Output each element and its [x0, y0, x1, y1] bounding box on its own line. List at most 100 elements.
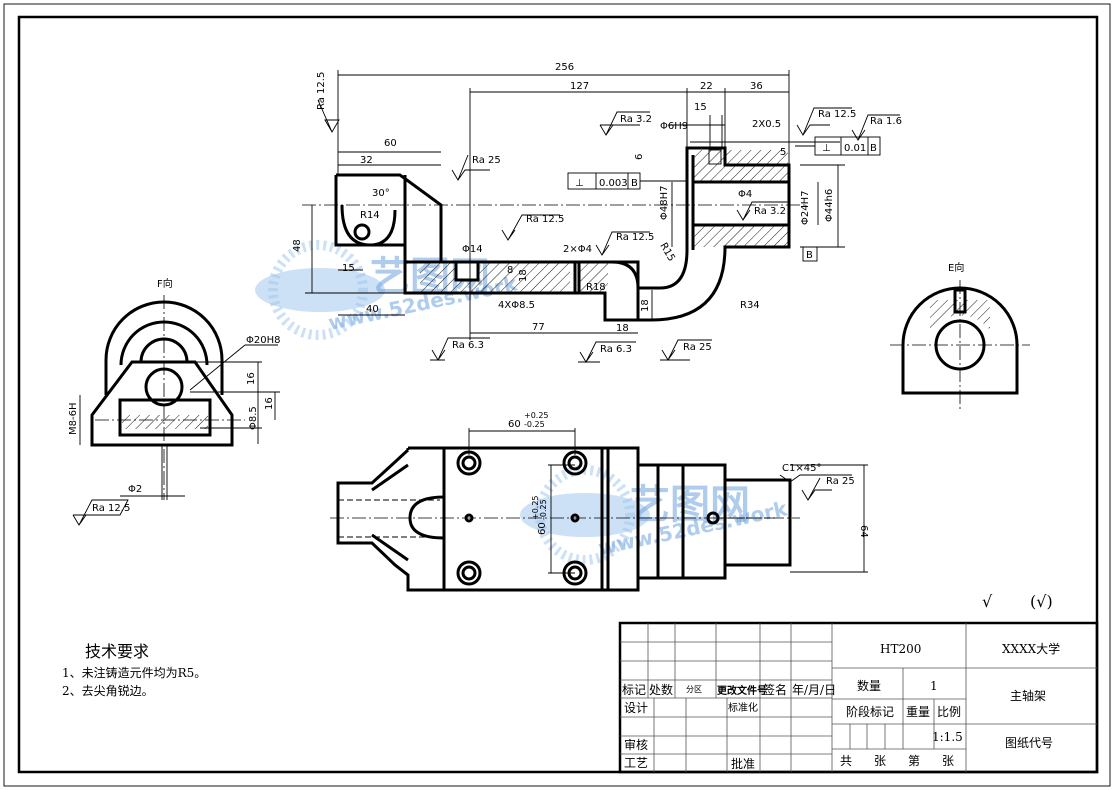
svg-text:年/月/日: 年/月/日: [792, 683, 836, 697]
svg-text:Φ6H9: Φ6H9: [660, 121, 688, 132]
svg-text:B: B: [870, 143, 877, 154]
svg-text:M8-6H: M8-6H: [68, 403, 79, 435]
part-name: 主轴架: [1010, 688, 1046, 703]
svg-text:R34: R34: [740, 300, 760, 311]
svg-text:批准: 批准: [731, 756, 755, 771]
svg-text:Ra 12.5: Ra 12.5: [818, 109, 856, 120]
svg-text:Ra 25: Ra 25: [683, 342, 712, 353]
svg-text:6: 6: [634, 154, 645, 160]
svg-text:设计: 设计: [624, 701, 648, 715]
f-view: F向 Φ20H8 16 16 M8-6H Φ8.5 Φ2 Ra 12.5: [68, 277, 280, 526]
svg-text:4XΦ8.5: 4XΦ8.5: [498, 300, 535, 311]
svg-text:256: 256: [555, 62, 574, 73]
svg-text:C1×45°: C1×45°: [782, 463, 821, 474]
other-roughness-paren: (√): [1030, 592, 1053, 611]
svg-text:Φ14: Φ14: [462, 244, 483, 255]
svg-text:+0.25: +0.25: [531, 495, 540, 520]
svg-text:Φ48H7: Φ48H7: [659, 186, 670, 220]
svg-text:分区: 分区: [686, 685, 702, 694]
svg-text:-0.25: -0.25: [539, 499, 548, 520]
scale-value: 1:1.5: [932, 730, 963, 744]
title-block: 标记 处数 分区 更改文件号 签名 年/月/日 设计 标准化 审核 工艺 批准 …: [618, 621, 1099, 774]
svg-text:Ra 12.5: Ra 12.5: [616, 232, 654, 243]
svg-text:R15: R15: [657, 241, 676, 264]
svg-text:第: 第: [908, 754, 920, 768]
notes-title: 技术要求: [85, 642, 149, 661]
svg-text:36: 36: [750, 81, 763, 92]
svg-text:B: B: [806, 250, 813, 261]
svg-text:64: 64: [858, 525, 869, 538]
svg-text:签名: 签名: [763, 682, 787, 697]
svg-text:更改文件号: 更改文件号: [717, 684, 767, 697]
svg-text:⊥: ⊥: [575, 178, 584, 189]
svg-text:R18: R18: [586, 282, 606, 293]
svg-text:审核: 审核: [624, 737, 648, 752]
svg-text:Φ44h6: Φ44h6: [824, 189, 835, 222]
svg-text:Φ20H8: Φ20H8: [246, 335, 280, 346]
hole-r14: [353, 223, 371, 241]
svg-text:Φ8.5: Φ8.5: [248, 406, 259, 430]
inner-frame: [17, 15, 1099, 774]
svg-text:Ra 3.2: Ra 3.2: [620, 114, 652, 125]
svg-text:127: 127: [570, 81, 589, 92]
svg-text:48: 48: [292, 239, 303, 252]
svg-text:15: 15: [694, 102, 707, 113]
svg-text:15: 15: [342, 263, 355, 274]
tolerance-frame-0003: ⊥ 0.003 B: [567, 172, 687, 190]
svg-text:⊥: ⊥: [822, 143, 831, 154]
svg-text:共: 共: [840, 754, 852, 768]
material: HT200: [880, 642, 921, 656]
svg-text:2X0.5: 2X0.5: [752, 119, 781, 130]
svg-text:0.003: 0.003: [599, 178, 628, 189]
svg-text:R14: R14: [360, 210, 380, 221]
svg-text:重量: 重量: [906, 705, 930, 719]
svg-text:E向: E向: [948, 261, 964, 274]
svg-text:18: 18: [616, 323, 629, 334]
e-view: E向: [890, 261, 1030, 410]
svg-text:16: 16: [264, 397, 275, 410]
svg-text:Φ4: Φ4: [738, 189, 752, 200]
svg-text:比例: 比例: [937, 705, 961, 719]
note-item: 2、去尖角锐边。: [62, 684, 154, 698]
svg-text:Ra 12.5: Ra 12.5: [316, 72, 327, 110]
svg-text:Ra 25: Ra 25: [472, 155, 501, 166]
svg-text:Ra 1.6: Ra 1.6: [870, 116, 902, 127]
svg-text:处数: 处数: [649, 682, 673, 697]
svg-text:张: 张: [874, 754, 886, 768]
svg-text:张: 张: [942, 754, 954, 768]
svg-text:77: 77: [532, 322, 545, 333]
school-name: XXXX大学: [1002, 641, 1060, 656]
svg-text:标准化: 标准化: [728, 701, 758, 714]
svg-text:18: 18: [640, 299, 651, 312]
svg-text:标记: 标记: [622, 683, 646, 697]
svg-text:Ra 6.3: Ra 6.3: [452, 340, 484, 351]
datum-b: [802, 246, 818, 262]
svg-text:Φ2: Φ2: [128, 484, 142, 495]
svg-text:16: 16: [246, 372, 257, 385]
other-roughness-symbol: √: [982, 592, 993, 611]
svg-text:1: 1: [930, 679, 938, 693]
svg-text:Ra 6.3: Ra 6.3: [600, 344, 632, 355]
svg-text:32: 32: [360, 155, 373, 166]
svg-text:F向: F向: [157, 277, 173, 290]
bottom-view: 60 +0.25 -0.25 60 +0.25 -0.25 64 C1×45° …: [330, 411, 869, 592]
svg-text:60: 60: [384, 138, 397, 149]
svg-text:-0.25: -0.25: [524, 420, 545, 429]
svg-text:艺图网: 艺图网: [630, 482, 750, 528]
svg-text:2×Φ4: 2×Φ4: [563, 244, 592, 255]
svg-text:Φ24H7: Φ24H7: [800, 191, 811, 225]
svg-text:0.01: 0.01: [844, 143, 866, 154]
svg-text:Ra 25: Ra 25: [826, 476, 855, 487]
svg-text:60: 60: [537, 522, 548, 535]
svg-text:B: B: [631, 178, 638, 189]
svg-text:30°: 30°: [372, 188, 390, 199]
svg-text:18: 18: [518, 269, 529, 282]
svg-text:阶段标记: 阶段标记: [846, 704, 894, 719]
svg-text:Ra 3.2: Ra 3.2: [754, 206, 786, 217]
svg-text:60: 60: [508, 419, 521, 430]
note-item: 1、未注铸造元件均为R5。: [62, 665, 206, 680]
svg-text:Ra 12.5: Ra 12.5: [526, 214, 564, 225]
svg-text:40: 40: [366, 304, 379, 315]
svg-text:8: 8: [507, 265, 513, 276]
